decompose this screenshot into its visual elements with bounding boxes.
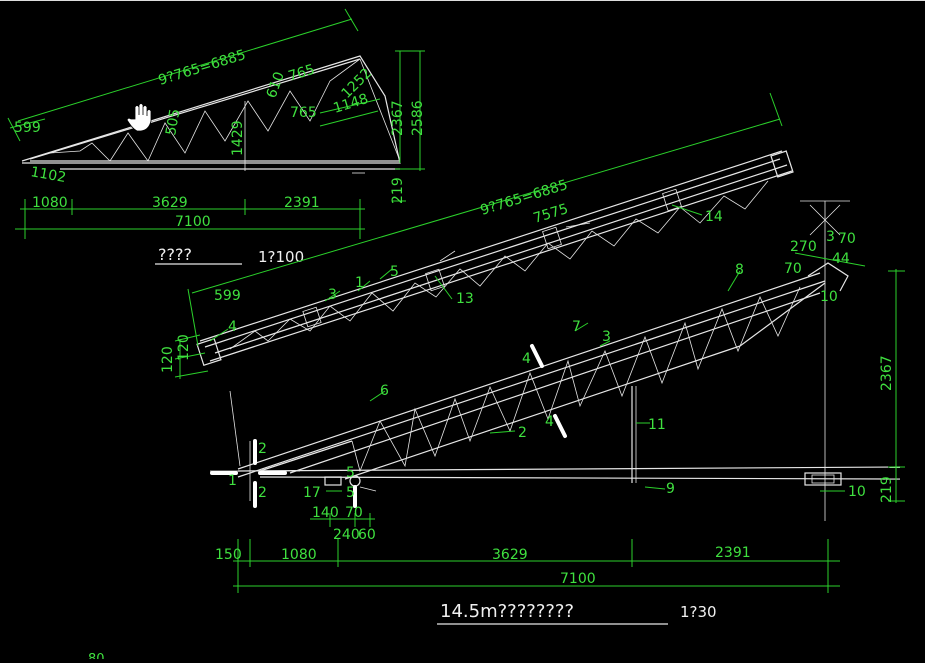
small-length-dim: 9?765=6885 bbox=[156, 47, 247, 89]
small-dim-1148: 1148 bbox=[331, 91, 370, 117]
bottom-dim-1080: 1080 bbox=[281, 547, 317, 563]
main-title-block: 14.5m???????? 1?30 bbox=[437, 601, 717, 625]
bottom-dim-2391: 2391 bbox=[715, 545, 751, 561]
callout-1-cut: 1 bbox=[228, 473, 237, 489]
apex-dim-3: 3 bbox=[826, 229, 835, 245]
callout-4-upper: 4 bbox=[522, 351, 531, 367]
small-overview-truss bbox=[21, 55, 401, 174]
small-dim-505: 505 bbox=[163, 108, 183, 137]
main-title: 14.5m???????? bbox=[440, 601, 574, 622]
lower-truss-labels: 2 3 4 5 6 7 8 9 10 11 17 1 2 2 4 5 270 3… bbox=[215, 229, 895, 587]
base-dim-240: 240 bbox=[333, 527, 360, 543]
bottom-dim-150: 150 bbox=[215, 547, 242, 563]
callout-4: 4 bbox=[228, 319, 237, 335]
small-dim-1080: 1080 bbox=[32, 195, 68, 211]
small-dim-2367: 2367 bbox=[390, 100, 406, 136]
callout-11: 11 bbox=[648, 417, 666, 433]
callout-5-base: 5 bbox=[346, 485, 355, 501]
callout-3-lower: 3 bbox=[602, 329, 611, 345]
bottom-dim-7100: 7100 bbox=[560, 571, 596, 587]
apex-dim-10: 10 bbox=[820, 289, 838, 305]
small-dim-1102: 1102 bbox=[29, 164, 67, 186]
small-dim-1429: 1429 bbox=[230, 120, 246, 156]
callout-13: 13 bbox=[456, 291, 474, 307]
lower-truss-dimension-lines bbox=[233, 252, 905, 593]
upper-end-dim: 599 bbox=[214, 288, 241, 304]
callout-8: 8 bbox=[735, 262, 744, 278]
callout-3: 3 bbox=[328, 287, 337, 303]
base-dim-70: 70 bbox=[345, 505, 363, 521]
small-dim-610: 610 bbox=[264, 70, 288, 101]
callout-14: 14 bbox=[705, 209, 723, 225]
apex-dim-70-b: 70 bbox=[784, 261, 802, 277]
base-dim-140: 140 bbox=[312, 505, 339, 521]
callout-17: 17 bbox=[303, 485, 321, 501]
lower-dim-2367: 2367 bbox=[879, 355, 895, 391]
small-view-dimension-labels: 9?765=6885 765 610 505 1252 1148 765 599… bbox=[14, 47, 426, 230]
small-view-dimension-lines bbox=[7, 8, 425, 239]
lower-truss-leader-lines bbox=[229, 270, 845, 492]
upper-spacing-dim: 7575 bbox=[531, 201, 570, 227]
small-view-title-block: ???? 1?100 bbox=[155, 245, 304, 266]
apex-dim-270: 270 bbox=[790, 239, 817, 255]
small-view-title: ???? bbox=[158, 245, 192, 264]
small-dim-219: 219 bbox=[390, 177, 406, 204]
small-dim-2586: 2586 bbox=[410, 100, 426, 136]
upper-height-dim-2: 120 bbox=[176, 334, 192, 361]
lower-dim-219: 219 bbox=[879, 476, 895, 503]
callout-2-cut-bottom: 2 bbox=[258, 485, 267, 501]
upper-truss-dimensions bbox=[174, 92, 783, 379]
small-dim-2391: 2391 bbox=[284, 195, 320, 211]
upper-height-dim-1: 120 bbox=[160, 346, 176, 373]
bottom-dim-3629: 3629 bbox=[492, 547, 528, 563]
apex-dim-44: 44 bbox=[832, 251, 850, 267]
callout-10: 10 bbox=[848, 484, 866, 500]
small-dim-765-top: 765 bbox=[286, 62, 316, 85]
callout-1: 1 bbox=[355, 275, 364, 291]
upper-truss bbox=[196, 150, 794, 366]
base-dim-60: 60 bbox=[358, 527, 376, 543]
apex-dim-70: 70 bbox=[838, 231, 856, 247]
callout-4-lower: 4 bbox=[545, 414, 554, 430]
small-dim-7100: 7100 bbox=[175, 214, 211, 230]
callout-2-mid: 2 bbox=[518, 425, 527, 441]
small-dim-765-low: 765 bbox=[290, 105, 317, 121]
section-cut-marks bbox=[210, 344, 567, 508]
hand-pan-cursor-icon bbox=[126, 103, 152, 132]
callout-6: 6 bbox=[380, 383, 389, 399]
main-scale: 1?30 bbox=[680, 603, 717, 621]
callout-5: 5 bbox=[390, 264, 399, 280]
small-dim-599: 599 bbox=[14, 120, 41, 136]
small-dim-3629: 3629 bbox=[152, 195, 188, 211]
callout-2-cut-top: 2 bbox=[258, 441, 267, 457]
callout-9: 9 bbox=[666, 481, 675, 497]
callout-5-cut: 5 bbox=[346, 465, 355, 481]
lower-truss bbox=[210, 200, 901, 521]
callout-7: 7 bbox=[572, 319, 581, 335]
small-view-scale: 1?100 bbox=[258, 248, 304, 266]
